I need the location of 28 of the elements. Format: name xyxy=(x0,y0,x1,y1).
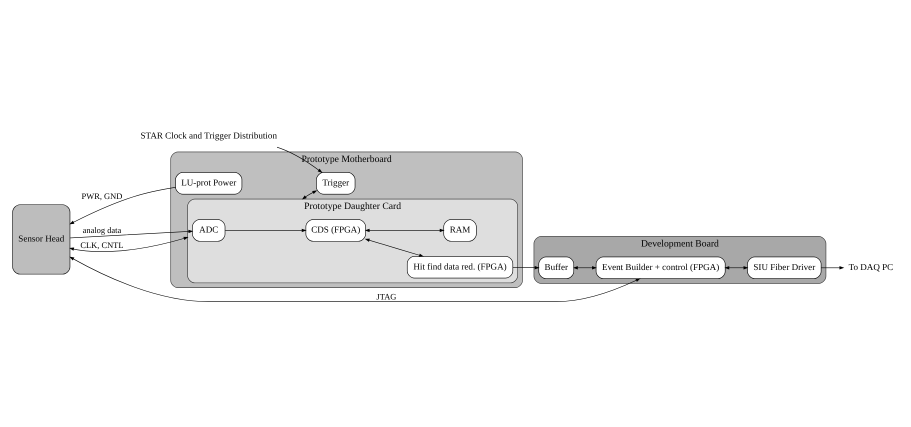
arrow xyxy=(70,230,194,238)
arrow xyxy=(302,190,318,200)
arrow xyxy=(69,236,188,252)
node-text: To DAQ PC xyxy=(848,262,894,272)
node-box: Buffer xyxy=(538,256,574,279)
arrow xyxy=(724,266,748,270)
node-box: Trigger xyxy=(316,172,356,194)
node-box: Sensor Head xyxy=(12,204,70,274)
edge-label: JTAG xyxy=(376,291,396,302)
arrow xyxy=(572,266,597,270)
node-box: LU-prot Power xyxy=(175,172,242,194)
arrow xyxy=(276,146,322,173)
node-box: CDS (FPGA) xyxy=(306,219,366,242)
node-box: ADC xyxy=(192,219,226,242)
node-box: Hit find data red. (FPGA) xyxy=(406,256,514,278)
arrow xyxy=(364,238,424,257)
node-box: Event Builder + control (FPGA) xyxy=(596,256,726,279)
edge-label: CLK, CNTL xyxy=(80,240,124,250)
arrow xyxy=(820,266,844,270)
arrow xyxy=(364,228,445,232)
edge-label: PWR, GND xyxy=(82,191,122,202)
arrow xyxy=(512,266,540,270)
node-box: RAM xyxy=(443,219,477,242)
node-box: SIU Fiber Driver xyxy=(747,256,822,279)
arrow xyxy=(224,228,307,232)
arrow xyxy=(69,187,176,224)
edge-label: analog data xyxy=(82,224,122,235)
node-text: STAR Clock and Trigger Distribution xyxy=(140,130,277,140)
